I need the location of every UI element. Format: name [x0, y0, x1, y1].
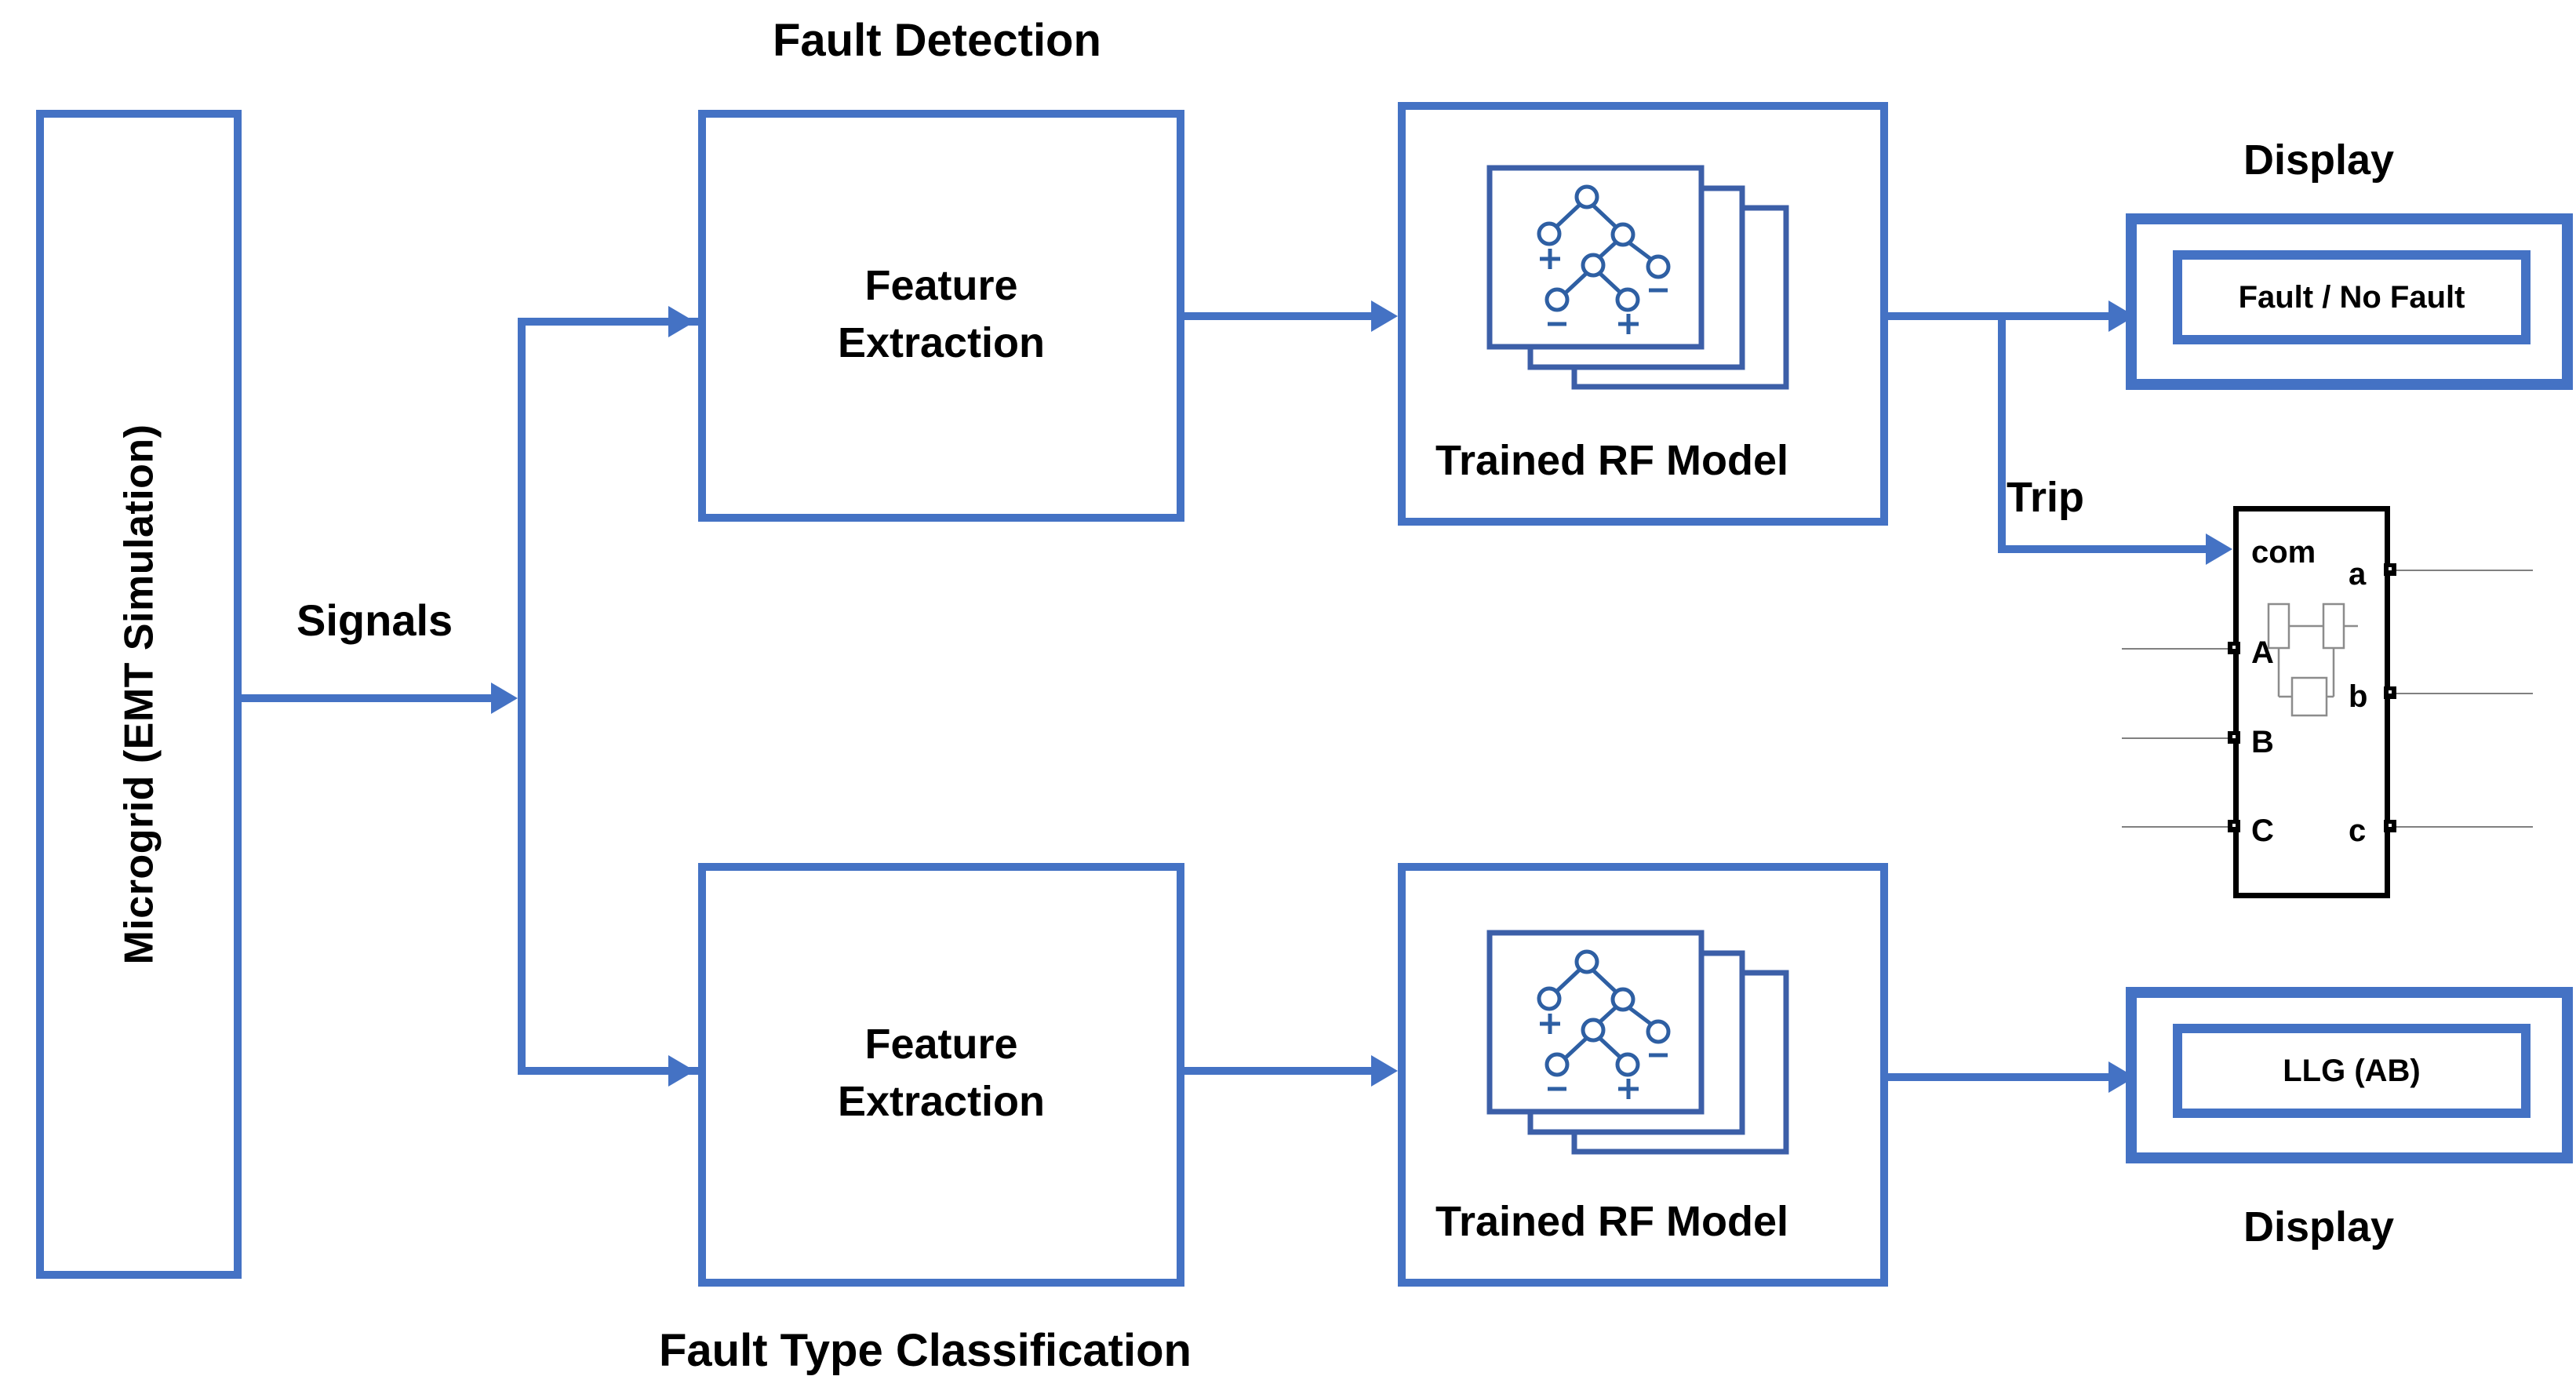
breaker-wire-b-right	[2396, 693, 2533, 694]
breaker-terminal-label-a: a	[2349, 557, 2367, 592]
breaker-pin-a	[2384, 563, 2396, 576]
breaker-pin-b	[2384, 686, 2396, 699]
breaker-pin-B	[2228, 731, 2240, 744]
display-value-bottom: LLG (AB)	[2283, 1053, 2421, 1088]
display-box-top[interactable]: Fault / No Fault	[2126, 213, 2573, 390]
branch-top-wire	[518, 318, 698, 326]
feature-extraction-box-bottom[interactable]: Feature Extraction	[698, 863, 1184, 1287]
breaker-terminal-label-A: A	[2251, 635, 2274, 670]
rf-to-display-wire-bottom	[1888, 1073, 2116, 1081]
signals-arrowhead	[491, 683, 518, 714]
fe-to-rf-arrowhead-top	[1371, 300, 1398, 332]
breaker-wire-B-left	[2122, 737, 2228, 739]
rf-to-display-wire-top	[1998, 312, 2116, 320]
breaker-internal-schematic	[2267, 603, 2358, 717]
branch-bottom-wire	[518, 1067, 698, 1075]
breaker-input-label-com: com	[2251, 535, 2316, 570]
breaker-pin-C	[2228, 820, 2240, 832]
breaker-terminal-label-c: c	[2349, 814, 2367, 848]
decision-tree-icon-bottom	[1486, 930, 1816, 1196]
breaker-pin-A	[2228, 642, 2240, 654]
decision-tree-icon-top	[1486, 165, 1816, 431]
signals-wire	[242, 694, 491, 702]
feature-extraction-line2-bottom: Extraction	[837, 1077, 1046, 1125]
breaker-terminal-label-C: C	[2251, 814, 2274, 848]
three-phase-breaker-block[interactable]: com A B C a b c	[2233, 506, 2390, 898]
fe-to-rf-wire-bottom	[1184, 1067, 1373, 1075]
breaker-terminal-label-b: b	[2349, 679, 2368, 714]
breaker-wire-a-right	[2396, 570, 2533, 571]
feature-extraction-box-top[interactable]: Feature Extraction	[698, 110, 1184, 522]
breaker-wire-C-left	[2122, 826, 2228, 828]
fault-detection-title: Fault Detection	[773, 15, 1101, 66]
branch-bottom-arrowhead	[668, 1055, 695, 1087]
trained-rf-model-label-top: Trained RF Model	[1435, 437, 1789, 484]
branch-top-arrowhead	[668, 306, 695, 337]
feature-extraction-line2-top: Extraction	[837, 319, 1046, 366]
feature-extraction-line1-top: Feature	[864, 262, 1018, 309]
fe-to-rf-arrowhead-bottom	[1371, 1055, 1398, 1087]
microgrid-source-box[interactable]	[36, 110, 242, 1279]
display-caption-top: Display	[2243, 137, 2395, 184]
display-box-bottom[interactable]: LLG (AB)	[2126, 987, 2573, 1163]
trip-arrowhead	[2206, 533, 2232, 565]
trip-branch-vline	[1998, 312, 2006, 553]
breaker-terminal-label-B: B	[2251, 725, 2274, 759]
feature-extraction-line1-bottom: Feature	[864, 1021, 1018, 1068]
breaker-wire-A-left	[2122, 648, 2228, 650]
breaker-pin-c	[2384, 820, 2396, 832]
trip-wire	[1998, 545, 2210, 553]
breaker-wire-c-right	[2396, 826, 2533, 828]
signal-split-bus	[518, 318, 526, 1075]
fault-type-classification-title: Fault Type Classification	[659, 1325, 1192, 1376]
feature-extraction-text-top: Feature Extraction	[706, 257, 1177, 372]
rf-out-wire-top	[1888, 312, 2006, 320]
display-caption-bottom: Display	[2243, 1203, 2395, 1251]
trained-rf-model-label-bottom: Trained RF Model	[1435, 1198, 1789, 1245]
trip-label: Trip	[2007, 474, 2085, 521]
display-value-frame-top: Fault / No Fault	[2173, 250, 2531, 344]
fe-to-rf-wire-top	[1184, 312, 1373, 320]
display-value-top: Fault / No Fault	[2238, 279, 2465, 315]
feature-extraction-text-bottom: Feature Extraction	[706, 1016, 1177, 1130]
display-value-frame-bottom: LLG (AB)	[2173, 1024, 2531, 1118]
signals-label: Signals	[297, 595, 453, 645]
